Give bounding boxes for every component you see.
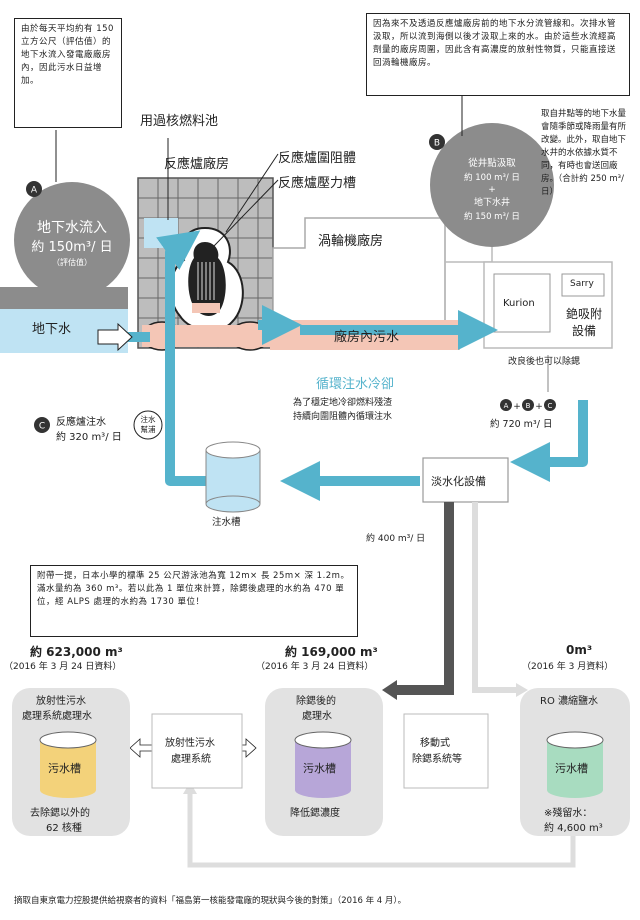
cesium-to-desal-arrow xyxy=(510,400,588,482)
spent-fuel-pool xyxy=(144,218,178,248)
spent-fuel-pool-label: 用過核燃料池 xyxy=(140,114,219,129)
storage-sr-title-2: 處理水 xyxy=(302,711,332,722)
circle-b-line3: 地下水井 xyxy=(474,196,510,208)
storage-alps-date: （2016 年 3 月 24 日資料） xyxy=(4,662,122,672)
injection-pump-label-1: 注水 xyxy=(141,414,156,424)
injection-pump-circle xyxy=(133,410,163,440)
sum-plus-1: + xyxy=(513,402,521,412)
storage-alps-amount: 約 623,000 m³ xyxy=(30,645,123,659)
building-water-label: 廠房內污水 xyxy=(334,330,400,345)
storage-alps-title-1: 放射性污水 xyxy=(36,696,86,707)
injection-tank-cylinder xyxy=(205,441,261,513)
tank-cylinder-ro-brine xyxy=(546,731,604,798)
storage-alps-title-2: 處理系統處理水 xyxy=(22,711,92,722)
storage-alps-tank-label: 污水槽 xyxy=(48,762,81,775)
injection-tank-label: 注水槽 xyxy=(212,517,241,528)
storage-sr-tank-label: 污水槽 xyxy=(303,762,336,775)
storage-sr-title-1: 除鍶後的 xyxy=(296,696,336,707)
sarry-label: Sarry xyxy=(570,279,594,289)
storage-sr-desc-1: 降低鍶濃度 xyxy=(290,808,340,819)
circulation-title: 循環注水冷卻 xyxy=(316,377,395,392)
side-note: 取自井點等的地下水量會隨季節或降雨量有所改變。此外，取自地下水井的水依據水質不同… xyxy=(541,109,627,197)
cesium-title-1: 銫吸附 xyxy=(566,307,603,321)
desalination-label: 淡水化設備 xyxy=(431,475,486,488)
badge-b-letter: B xyxy=(434,139,440,149)
groundwater-inflow-arrow xyxy=(97,322,133,352)
sum-flow-label: 約 720 m³/ 日 xyxy=(490,419,553,430)
circulation-desc-1: 為了穩定地冷卻燃料殘渣 xyxy=(293,398,393,408)
drain-note: 因為來不及透過反應爐廠房前的地下水分流管線和。次排水管汲取，所以流到海側以後才汲… xyxy=(366,13,630,96)
sum-badge-b: B xyxy=(526,402,531,410)
storage-alps-desc-1: 去除鍶以外的 xyxy=(30,808,90,819)
reactor-building xyxy=(137,177,274,351)
badge-a xyxy=(26,181,42,197)
circle-b-plus: + xyxy=(488,185,496,195)
desal-flow-label: 約 400 m³/ 日 xyxy=(366,534,426,544)
groundwater-label: 地下水 xyxy=(32,322,72,337)
tank-cylinder-sr-removed xyxy=(294,731,352,798)
circle-a-groundwater-inflow xyxy=(14,182,130,298)
storage-ro-title-1: RO 濃縮鹽水 xyxy=(540,696,598,707)
mobile-sr-removal-box xyxy=(403,713,489,789)
alps-system-label-2: 處理系統 xyxy=(171,754,211,765)
desalination-equipment xyxy=(422,457,509,503)
alps-system-box xyxy=(151,713,243,789)
sum-plus-2: + xyxy=(535,402,543,412)
tank-cylinder-alps xyxy=(39,731,97,798)
badge-a-letter: A xyxy=(31,186,38,196)
inflow-note: 由於每天平均約有 150 立方公尺（評估值）的地下水流入發電廠廠房內，因此污水日… xyxy=(14,18,122,128)
circle-a-title: 地下水流入 xyxy=(37,220,107,236)
circulation-desc-2: 持續向圍阻體內循環注水 xyxy=(293,412,393,422)
circle-a-amount: 約 150m³/ 日 xyxy=(31,240,112,255)
circle-b-line4: 約 150 m³/ 日 xyxy=(464,211,520,222)
mobile-label-1: 移動式 xyxy=(420,738,450,749)
recycle-line xyxy=(187,790,576,868)
desal-to-storage-arrow xyxy=(395,502,454,695)
storage-ro-date: （2016 年 3 月資料） xyxy=(522,662,614,672)
sarry-unit xyxy=(561,273,605,297)
pool-note: 附帶一提，日本小學的標準 25 公尺游泳池為寬 12m× 長 25m× 深 1.… xyxy=(30,565,358,637)
turbine-building-label: 渦輪機廠房 xyxy=(318,234,384,249)
reactor-building-label: 反應爐廠房 xyxy=(164,157,230,172)
containment-label: 反應爐圍阻體 xyxy=(278,151,357,166)
badge-c-letter: C xyxy=(39,422,45,432)
reactor-injection-label: 反應爐注水 xyxy=(56,417,106,428)
pressure-vessel-label: 反應爐壓力槽 xyxy=(278,176,357,191)
circle-b-well-pumping xyxy=(430,123,554,247)
alps-system-label-1: 放射性污水 xyxy=(165,738,215,749)
storage-ro-desc-1: ※殘留水： xyxy=(544,808,593,819)
mobile-label-2: 除鍶系統等 xyxy=(412,754,462,765)
storage-ro-tank-label: 污水槽 xyxy=(555,762,588,775)
storage-ro-desc-2: 約 4,600 m³ xyxy=(544,823,603,834)
storage-alps-desc-2: 62 核種 xyxy=(46,823,82,834)
circle-b-line2: 約 100 m³/ 日 xyxy=(464,172,520,183)
ro-brine-line xyxy=(472,502,520,693)
kurion-label: Kurion xyxy=(503,298,535,309)
sum-badge-c: C xyxy=(548,402,553,410)
improved-note: 改良後也可以除鍶 xyxy=(508,357,581,367)
cesium-title-2: 設備 xyxy=(572,324,597,338)
storage-ro-amount: 0m³ xyxy=(566,643,593,657)
reactor-injection-amount: 約 320 m³/ 日 xyxy=(56,432,122,443)
badge-b xyxy=(429,134,445,150)
badge-c xyxy=(34,417,50,433)
kurion-unit xyxy=(493,273,551,333)
circle-b-line1: 從井點汲取 xyxy=(468,157,516,169)
injection-pump-label-2: 幫浦 xyxy=(141,424,156,434)
storage-sr-date: （2016 年 3 月 24 日資料） xyxy=(256,662,374,672)
storage-sr-amount: 約 169,000 m³ xyxy=(285,645,378,659)
source-citation: 摘取自東京電力控股提供給視察者的資料「福島第一核能發電廠的現狀與今後的對策」（2… xyxy=(14,896,407,906)
sum-badge-a: A xyxy=(504,402,509,410)
injection-pump-line xyxy=(156,230,240,486)
circle-a-estimate: （評估值） xyxy=(52,257,92,267)
